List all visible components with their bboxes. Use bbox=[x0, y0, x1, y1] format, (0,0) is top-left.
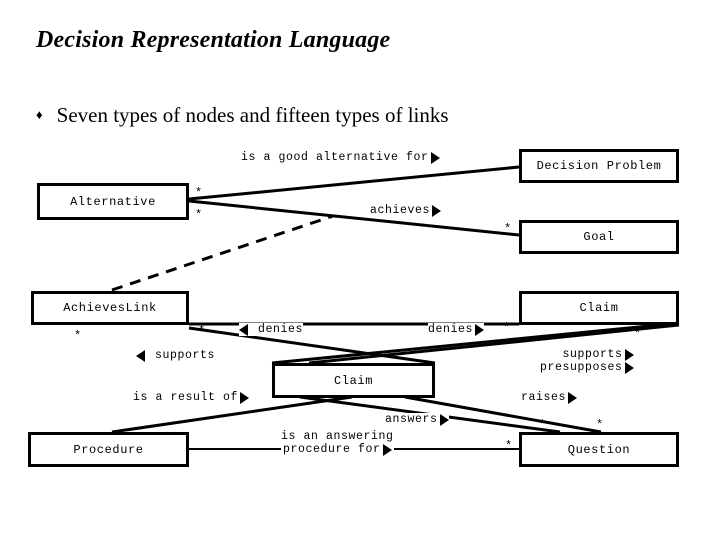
edge-label-supports-right-text: supports bbox=[562, 348, 623, 361]
edge-claimright-question-raises bbox=[404, 395, 602, 434]
node-procedure-label: Procedure bbox=[73, 442, 144, 457]
multiplicity-achieveslink-right: * bbox=[198, 324, 206, 338]
edge-claimcenter-claimright-supports bbox=[308, 323, 680, 365]
node-decision-problem[interactable]: Decision Problem bbox=[519, 149, 679, 183]
edge-achieveslink-dashed bbox=[111, 214, 334, 292]
edge-label-is-an-answering-procedure-for: is an answering procedure for bbox=[281, 430, 394, 456]
edge-label-supports-left: supports bbox=[136, 349, 216, 362]
edge-label-answers: answers bbox=[385, 413, 449, 426]
edge-procedure-claimcenter bbox=[111, 395, 353, 434]
edge-label-is-an-answering-line1: is an answering bbox=[281, 430, 394, 443]
page-title: Decision Representation Language bbox=[36, 27, 391, 53]
edge-label-supports-right: supports bbox=[563, 348, 634, 361]
edge-label-presupposes-text: presupposes bbox=[540, 361, 623, 374]
arrowhead-right-icon bbox=[439, 413, 449, 426]
node-alternative-label: Alternative bbox=[70, 194, 156, 209]
node-decision-problem-label: Decision Problem bbox=[536, 159, 662, 173]
edge-achieveslink-claimcenter-supports bbox=[188, 326, 436, 365]
edge-label-achieves: achieves bbox=[370, 204, 442, 217]
node-goal-label: Goal bbox=[583, 230, 615, 244]
arrowhead-right-icon bbox=[432, 204, 442, 217]
arrowhead-left-icon bbox=[136, 349, 145, 362]
node-claim-right[interactable]: Claim bbox=[519, 291, 679, 325]
arrowhead-left-icon bbox=[239, 323, 248, 336]
edge-label-supports-left-text: supports bbox=[155, 349, 216, 362]
multiplicity-goal-left: * bbox=[504, 222, 512, 236]
edge-label-is-a-result-of: is a result of bbox=[133, 391, 250, 404]
edge-label-denies-right-text: denies bbox=[428, 323, 474, 336]
edge-label-answers-text: answers bbox=[385, 413, 438, 426]
edge-label-is-a-good-alternative-for: is a good alternative for bbox=[241, 151, 440, 164]
node-goal[interactable]: Goal bbox=[519, 220, 679, 254]
edge-alternative-decisionproblem bbox=[188, 165, 520, 201]
node-achieves-link-label: AchievesLink bbox=[63, 301, 157, 315]
edge-label-presupposes: presupposes bbox=[540, 361, 634, 374]
edge-label-denies-right: denies bbox=[428, 323, 485, 336]
edge-label-denies-left-text: denies bbox=[258, 323, 304, 336]
multiplicity-claimright-bottom: * bbox=[634, 327, 642, 341]
node-claim-right-label: Claim bbox=[579, 301, 619, 315]
edge-label-is-an-answering-line2-text: procedure for bbox=[283, 443, 381, 456]
node-claim-center-label: Claim bbox=[333, 373, 373, 388]
node-question-label: Question bbox=[567, 442, 631, 457]
edge-label-is-an-answering-line2: procedure for bbox=[283, 443, 392, 456]
edge-label-denies-left: denies bbox=[239, 323, 304, 336]
arrowhead-right-icon bbox=[568, 391, 578, 404]
bullet-list-item: ♦ Seven types of nodes and fifteen types… bbox=[36, 103, 449, 128]
multiplicity-claimright-left: * bbox=[503, 321, 511, 335]
edge-alternative-goal bbox=[188, 199, 520, 237]
multiplicity-alternative-top: * bbox=[195, 186, 203, 200]
edge-label-raises: raises bbox=[521, 391, 578, 404]
edge-label-is-an-answering-line1-text: is an answering bbox=[281, 430, 394, 443]
multiplicity-achieveslink-bottom: * bbox=[74, 329, 82, 343]
edge-label-raises-text: raises bbox=[521, 391, 567, 404]
edge-label-is-a-result-of-text: is a result of bbox=[133, 391, 239, 404]
bullet-item-label: Seven types of nodes and fifteen types o… bbox=[56, 103, 449, 127]
arrowhead-right-icon bbox=[430, 151, 440, 164]
multiplicity-alternative-bottom: * bbox=[195, 208, 203, 222]
edge-label-achieves-text: achieves bbox=[370, 204, 431, 217]
node-procedure[interactable]: Procedure bbox=[28, 432, 189, 467]
multiplicity-question-topright: * bbox=[596, 418, 604, 432]
multiplicity-question-topleft: * bbox=[539, 418, 547, 432]
node-achieves-link[interactable]: AchievesLink bbox=[31, 291, 189, 325]
arrowhead-right-icon bbox=[475, 323, 485, 336]
edge-label-supports-presupposes: supports presupposes bbox=[540, 348, 634, 374]
arrowhead-right-icon bbox=[624, 361, 634, 374]
node-claim-center[interactable]: Claim bbox=[272, 363, 435, 398]
arrowhead-right-icon bbox=[240, 391, 250, 404]
node-question[interactable]: Question bbox=[519, 432, 679, 467]
multiplicity-question-left: * bbox=[505, 439, 513, 453]
edge-claimcenter-claimright-denies bbox=[271, 321, 680, 365]
arrowhead-right-icon bbox=[624, 348, 634, 361]
arrowhead-right-icon bbox=[382, 443, 392, 456]
edge-label-is-a-good-alternative-for-text: is a good alternative for bbox=[241, 151, 429, 164]
node-alternative[interactable]: Alternative bbox=[37, 183, 189, 220]
diamond-bullet-icon: ♦ bbox=[36, 107, 43, 122]
